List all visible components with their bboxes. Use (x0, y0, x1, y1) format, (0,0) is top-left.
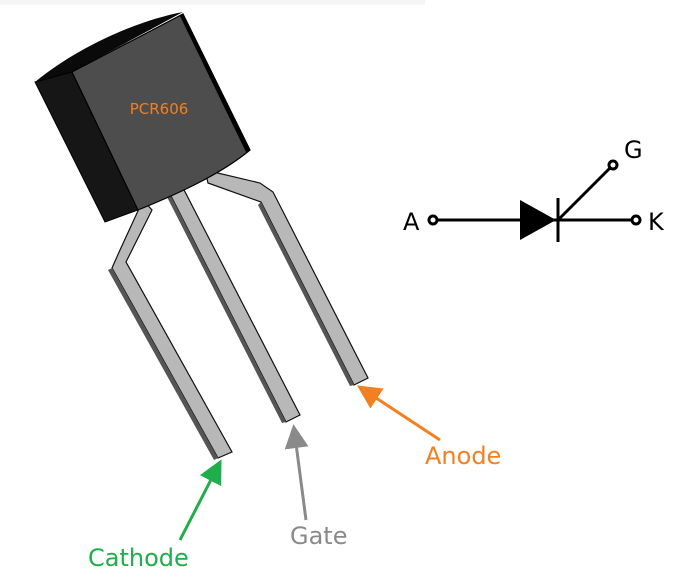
gate-label: Gate (290, 522, 347, 550)
symbol-cathode-label: K (648, 208, 665, 236)
cathode-arrow (178, 459, 222, 541)
anode-terminal (427, 214, 439, 226)
symbol-gate-label: G (624, 136, 643, 164)
gate-arrow (284, 424, 309, 521)
transistor-body (34, 12, 251, 223)
symbol-anode-label: A (403, 208, 420, 236)
cathode-terminal (630, 214, 642, 226)
diode-triangle (520, 200, 556, 240)
cathode-label: Cathode (88, 544, 189, 572)
part-label: PCR606 (130, 100, 189, 118)
gate-terminal (607, 159, 619, 171)
lead-cathode (108, 198, 233, 460)
anode-label: Anode (425, 442, 501, 470)
top-strip (0, 0, 425, 5)
gate-lead (556, 165, 613, 222)
scr-symbol: A K G (403, 136, 665, 242)
lead-anode (204, 169, 369, 386)
anode-arrow (356, 385, 441, 442)
